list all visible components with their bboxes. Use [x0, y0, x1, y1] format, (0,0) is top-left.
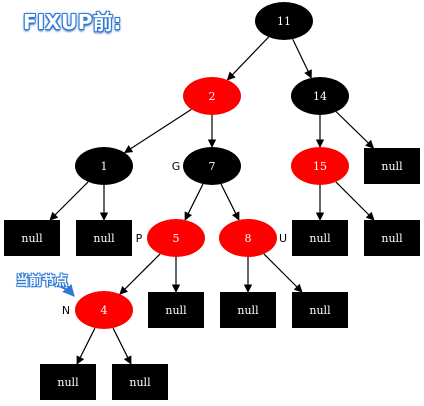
role-label-P: P	[136, 232, 143, 245]
tree-node-15: 15	[291, 147, 349, 185]
node-key-4: 4	[101, 304, 108, 317]
node-shape-4	[75, 291, 133, 329]
null-leaf-box	[40, 364, 96, 400]
edge-n7-n8	[220, 183, 240, 221]
null-leaf-box	[4, 220, 60, 256]
edge-n11-n2	[226, 36, 269, 81]
null-leaf: null	[220, 292, 276, 328]
null-leaf-label: null	[309, 304, 331, 317]
current-node-pointer-arrow	[51, 283, 75, 297]
null-leaf: null	[40, 364, 96, 400]
tree-node-2: 2	[183, 77, 241, 115]
null-leaf-label: null	[165, 304, 187, 317]
null-leaf-box	[112, 364, 168, 400]
null-leaf: null	[292, 292, 348, 328]
node-key-11: 11	[277, 15, 291, 28]
edge-n4-l4a	[76, 327, 96, 365]
node-shape-8	[219, 219, 277, 257]
node-key-2: 2	[209, 90, 216, 103]
null-leaf-label: null	[57, 376, 79, 389]
edge-n1-l1a	[49, 181, 89, 221]
node-key-5: 5	[173, 232, 180, 245]
node-key-14: 14	[313, 90, 327, 103]
edge-n15-l15b	[335, 181, 375, 221]
null-leaf-box	[292, 292, 348, 328]
tree-node-14: 14	[291, 77, 349, 115]
edge-n4-l4b	[112, 327, 132, 365]
edge-n14-l14r	[335, 111, 375, 149]
null-leaf-label: null	[93, 232, 115, 245]
null-leaf-box	[364, 148, 420, 184]
node-shape-2	[183, 77, 241, 115]
current-node-annotation: 当前节点	[16, 274, 69, 289]
edge-n2-n1	[123, 108, 192, 154]
null-leaf-box	[220, 292, 276, 328]
null-leaf-label: null	[237, 304, 259, 317]
tree-node-4: 4	[75, 291, 133, 329]
null-leaf: null	[292, 220, 348, 256]
node-key-1: 1	[101, 160, 108, 173]
null-leaf: null	[364, 220, 420, 256]
null-leaf: null	[112, 364, 168, 400]
node-key-15: 15	[313, 160, 327, 173]
null-leaf-box	[364, 220, 420, 256]
role-label-N: N	[62, 304, 70, 317]
null-leaf-label: null	[129, 376, 151, 389]
tree-node-7: 7	[183, 147, 241, 185]
edges-layer	[49, 36, 375, 365]
null-leaf-box	[292, 220, 348, 256]
edge-n11-n14	[292, 38, 312, 79]
null-leaf-box	[148, 292, 204, 328]
node-shape-5	[147, 219, 205, 257]
node-shape-15	[291, 147, 349, 185]
nodes-layer: 11 2 14 1 7 15 5 8 4 null null null null null null null…	[4, 2, 420, 400]
null-leaf-box	[76, 220, 132, 256]
tree-node-5: 5	[147, 219, 205, 257]
node-shape-11	[255, 2, 313, 40]
null-leaf-label: null	[381, 160, 403, 173]
null-leaf-label: null	[381, 232, 403, 245]
edge-n7-n5	[184, 183, 204, 221]
tree-node-11: 11	[255, 2, 313, 40]
edge-n8-l8b	[263, 253, 303, 293]
null-leaf-label: null	[309, 232, 331, 245]
tree-node-8: 8	[219, 219, 277, 257]
node-shape-7	[183, 147, 241, 185]
null-leaf: null	[4, 220, 60, 256]
role-label-G: G	[172, 160, 181, 173]
node-shape-14	[291, 77, 349, 115]
tree-node-1: 1	[75, 147, 133, 185]
node-key-8: 8	[245, 232, 252, 245]
node-key-7: 7	[209, 160, 216, 173]
null-leaf-label: null	[21, 232, 43, 245]
edge-n5-n4	[119, 253, 161, 295]
role-label-U: U	[279, 232, 287, 245]
labels-layer: G P U N	[62, 160, 287, 317]
null-leaf: null	[148, 292, 204, 328]
null-leaf: null	[364, 148, 420, 184]
node-shape-1	[75, 147, 133, 185]
diagram-title: FIXUP前:	[23, 10, 122, 34]
null-leaf: null	[76, 220, 132, 256]
